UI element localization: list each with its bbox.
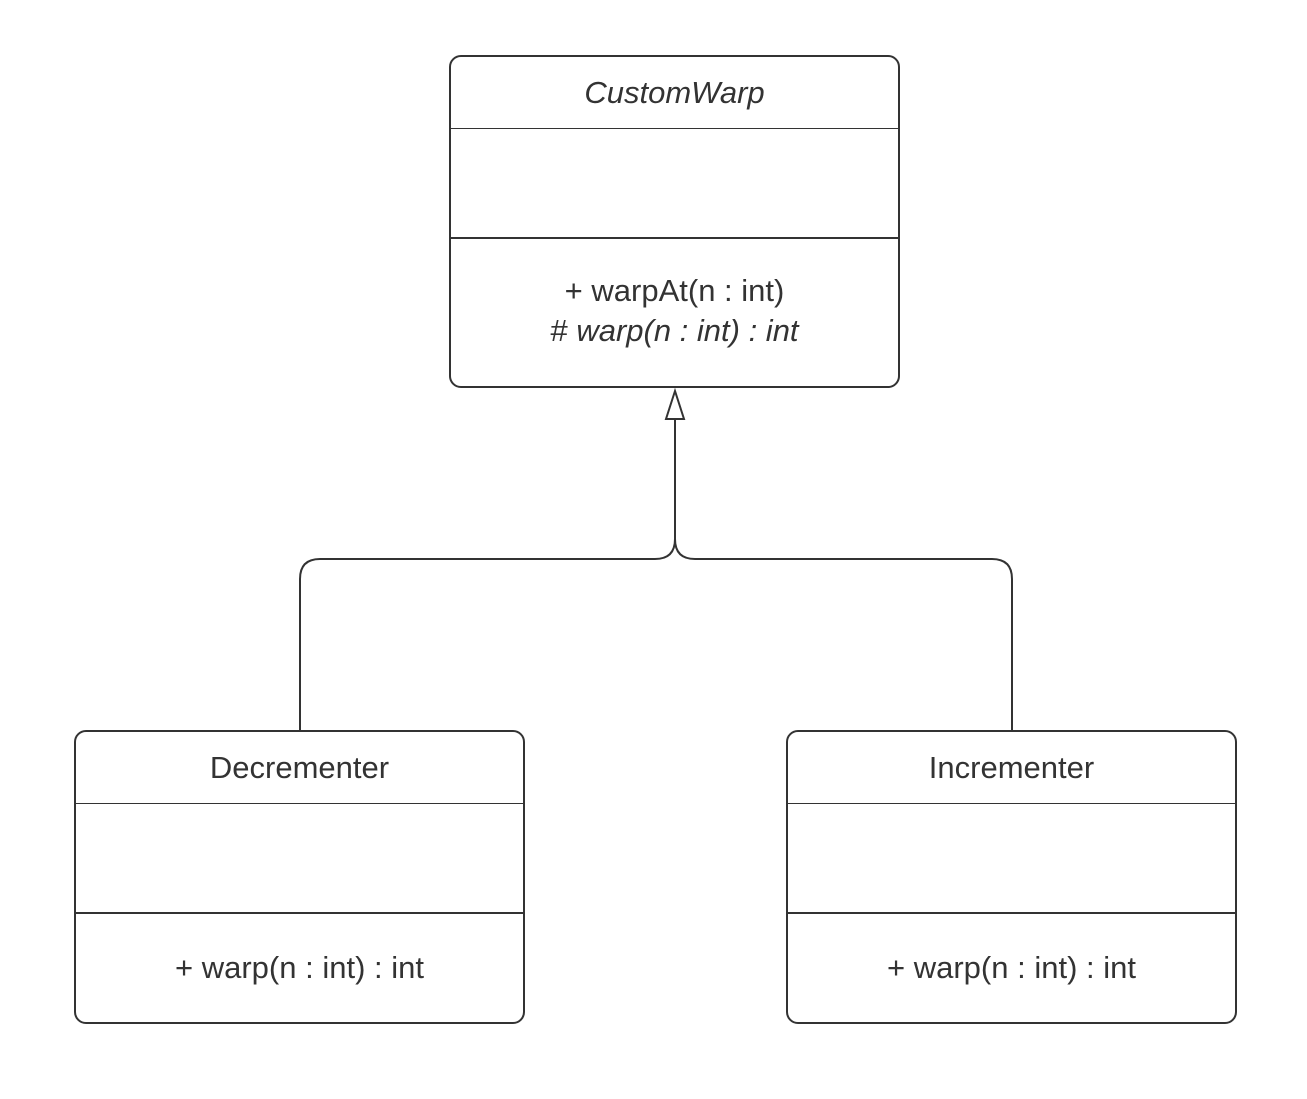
operation-visibility: + (887, 950, 906, 985)
generalization-arrowhead (664, 387, 686, 420)
attributes-compartment (76, 804, 523, 914)
operation-warp-abstract: # warp(n : int) : int (550, 311, 798, 351)
operations-compartment: + warpAt(n : int) # warp(n : int) : int (451, 239, 898, 386)
operation-visibility: # (550, 312, 568, 348)
class-name: Decrementer (209, 750, 390, 785)
class-incrementer[interactable]: Incrementer + warp(n : int) : int (786, 730, 1237, 1024)
class-name-compartment: Incrementer (788, 732, 1235, 804)
operation-signature: warp(n : int) : int (576, 312, 799, 348)
operation-signature: warp(n : int) : int (201, 950, 424, 985)
operations-compartment: + warp(n : int) : int (76, 914, 523, 1022)
class-name-compartment: Decrementer (76, 732, 523, 804)
attributes-compartment (788, 804, 1235, 914)
operation-warp: + warp(n : int) : int (175, 948, 424, 988)
generalization-edge-incrementer (674, 538, 1013, 731)
class-name-compartment: CustomWarp (451, 57, 898, 129)
class-custom-warp[interactable]: CustomWarp + warpAt(n : int) # warp(n : … (449, 55, 900, 388)
class-name: CustomWarp (584, 75, 765, 110)
operations-compartment: + warp(n : int) : int (788, 914, 1235, 1022)
operation-signature: warp(n : int) : int (913, 950, 1136, 985)
generalization-edge-decrementer (299, 419, 676, 731)
operation-signature: warpAt(n : int) (591, 272, 785, 308)
class-name: Incrementer (928, 750, 1095, 785)
class-decrementer[interactable]: Decrementer + warp(n : int) : int (74, 730, 525, 1024)
operation-warp-at: + warpAt(n : int) (565, 271, 785, 311)
operation-visibility: + (564, 272, 583, 308)
attributes-compartment (451, 129, 898, 239)
operation-visibility: + (175, 950, 194, 985)
operation-warp: + warp(n : int) : int (887, 948, 1136, 988)
